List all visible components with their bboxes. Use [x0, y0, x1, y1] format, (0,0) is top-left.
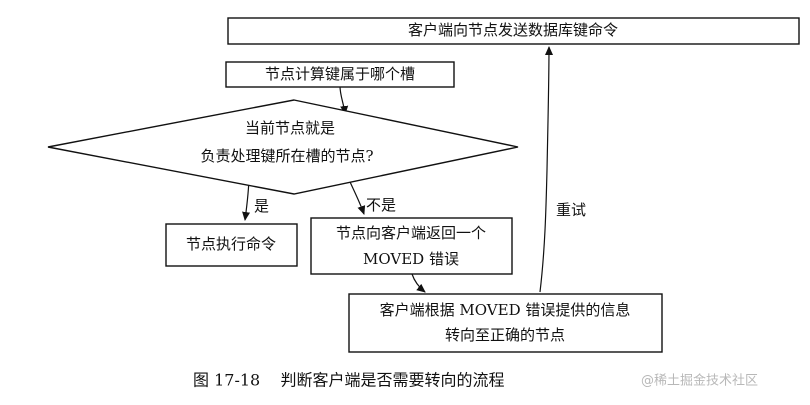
edge-retry-to-send [539, 46, 553, 293]
compute-slot-box [225, 61, 455, 88]
figure-caption: 图 17-18 判断客户端是否需要转向的流程 [193, 371, 505, 390]
moved-text-line1: 节点向客户端返回一个 [336, 224, 486, 242]
watermark-text: @稀土掘金技术社区 [641, 373, 758, 389]
execute-text: 节点执行命令 [186, 235, 276, 253]
no-label: 不是 [366, 196, 396, 214]
send-command-text: 客户端向节点发送数据库键命令 [408, 21, 618, 39]
redirect-box [348, 293, 663, 353]
decision-text-line2: 负责处理键所在槽的节点? [200, 147, 373, 165]
send-command-box [227, 17, 800, 45]
execute-box [165, 223, 298, 267]
compute-slot-text: 节点计算键属于哪个槽 [265, 65, 415, 83]
decision-diamond [47, 99, 519, 195]
yes-label: 是 [254, 197, 269, 215]
edge-moved-to-redirect [411, 273, 426, 293]
compute-slot-node: 节点计算键属于哪个槽 [225, 61, 455, 88]
moved-box [310, 217, 513, 275]
redirect-node: 客户端根据 MOVED 错误提供的信息 转向至正确的节点 [348, 293, 663, 353]
decision-node: 当前节点就是 负责处理键所在槽的节点? [47, 99, 519, 195]
moved-node: 节点向客户端返回一个 MOVED 错误 [310, 217, 513, 275]
redirect-text-line1: 客户端根据 MOVED 错误提供的信息 [380, 301, 631, 319]
retry-label: 重试 [556, 201, 586, 219]
decision-text-line1: 当前节点就是 [245, 119, 335, 137]
redirect-text-line2: 转向至正确的节点 [445, 326, 565, 344]
execute-node: 节点执行命令 [165, 223, 298, 267]
send-command-node: 客户端向节点发送数据库键命令 [227, 17, 800, 45]
moved-text-line2: MOVED 错误 [363, 250, 459, 268]
